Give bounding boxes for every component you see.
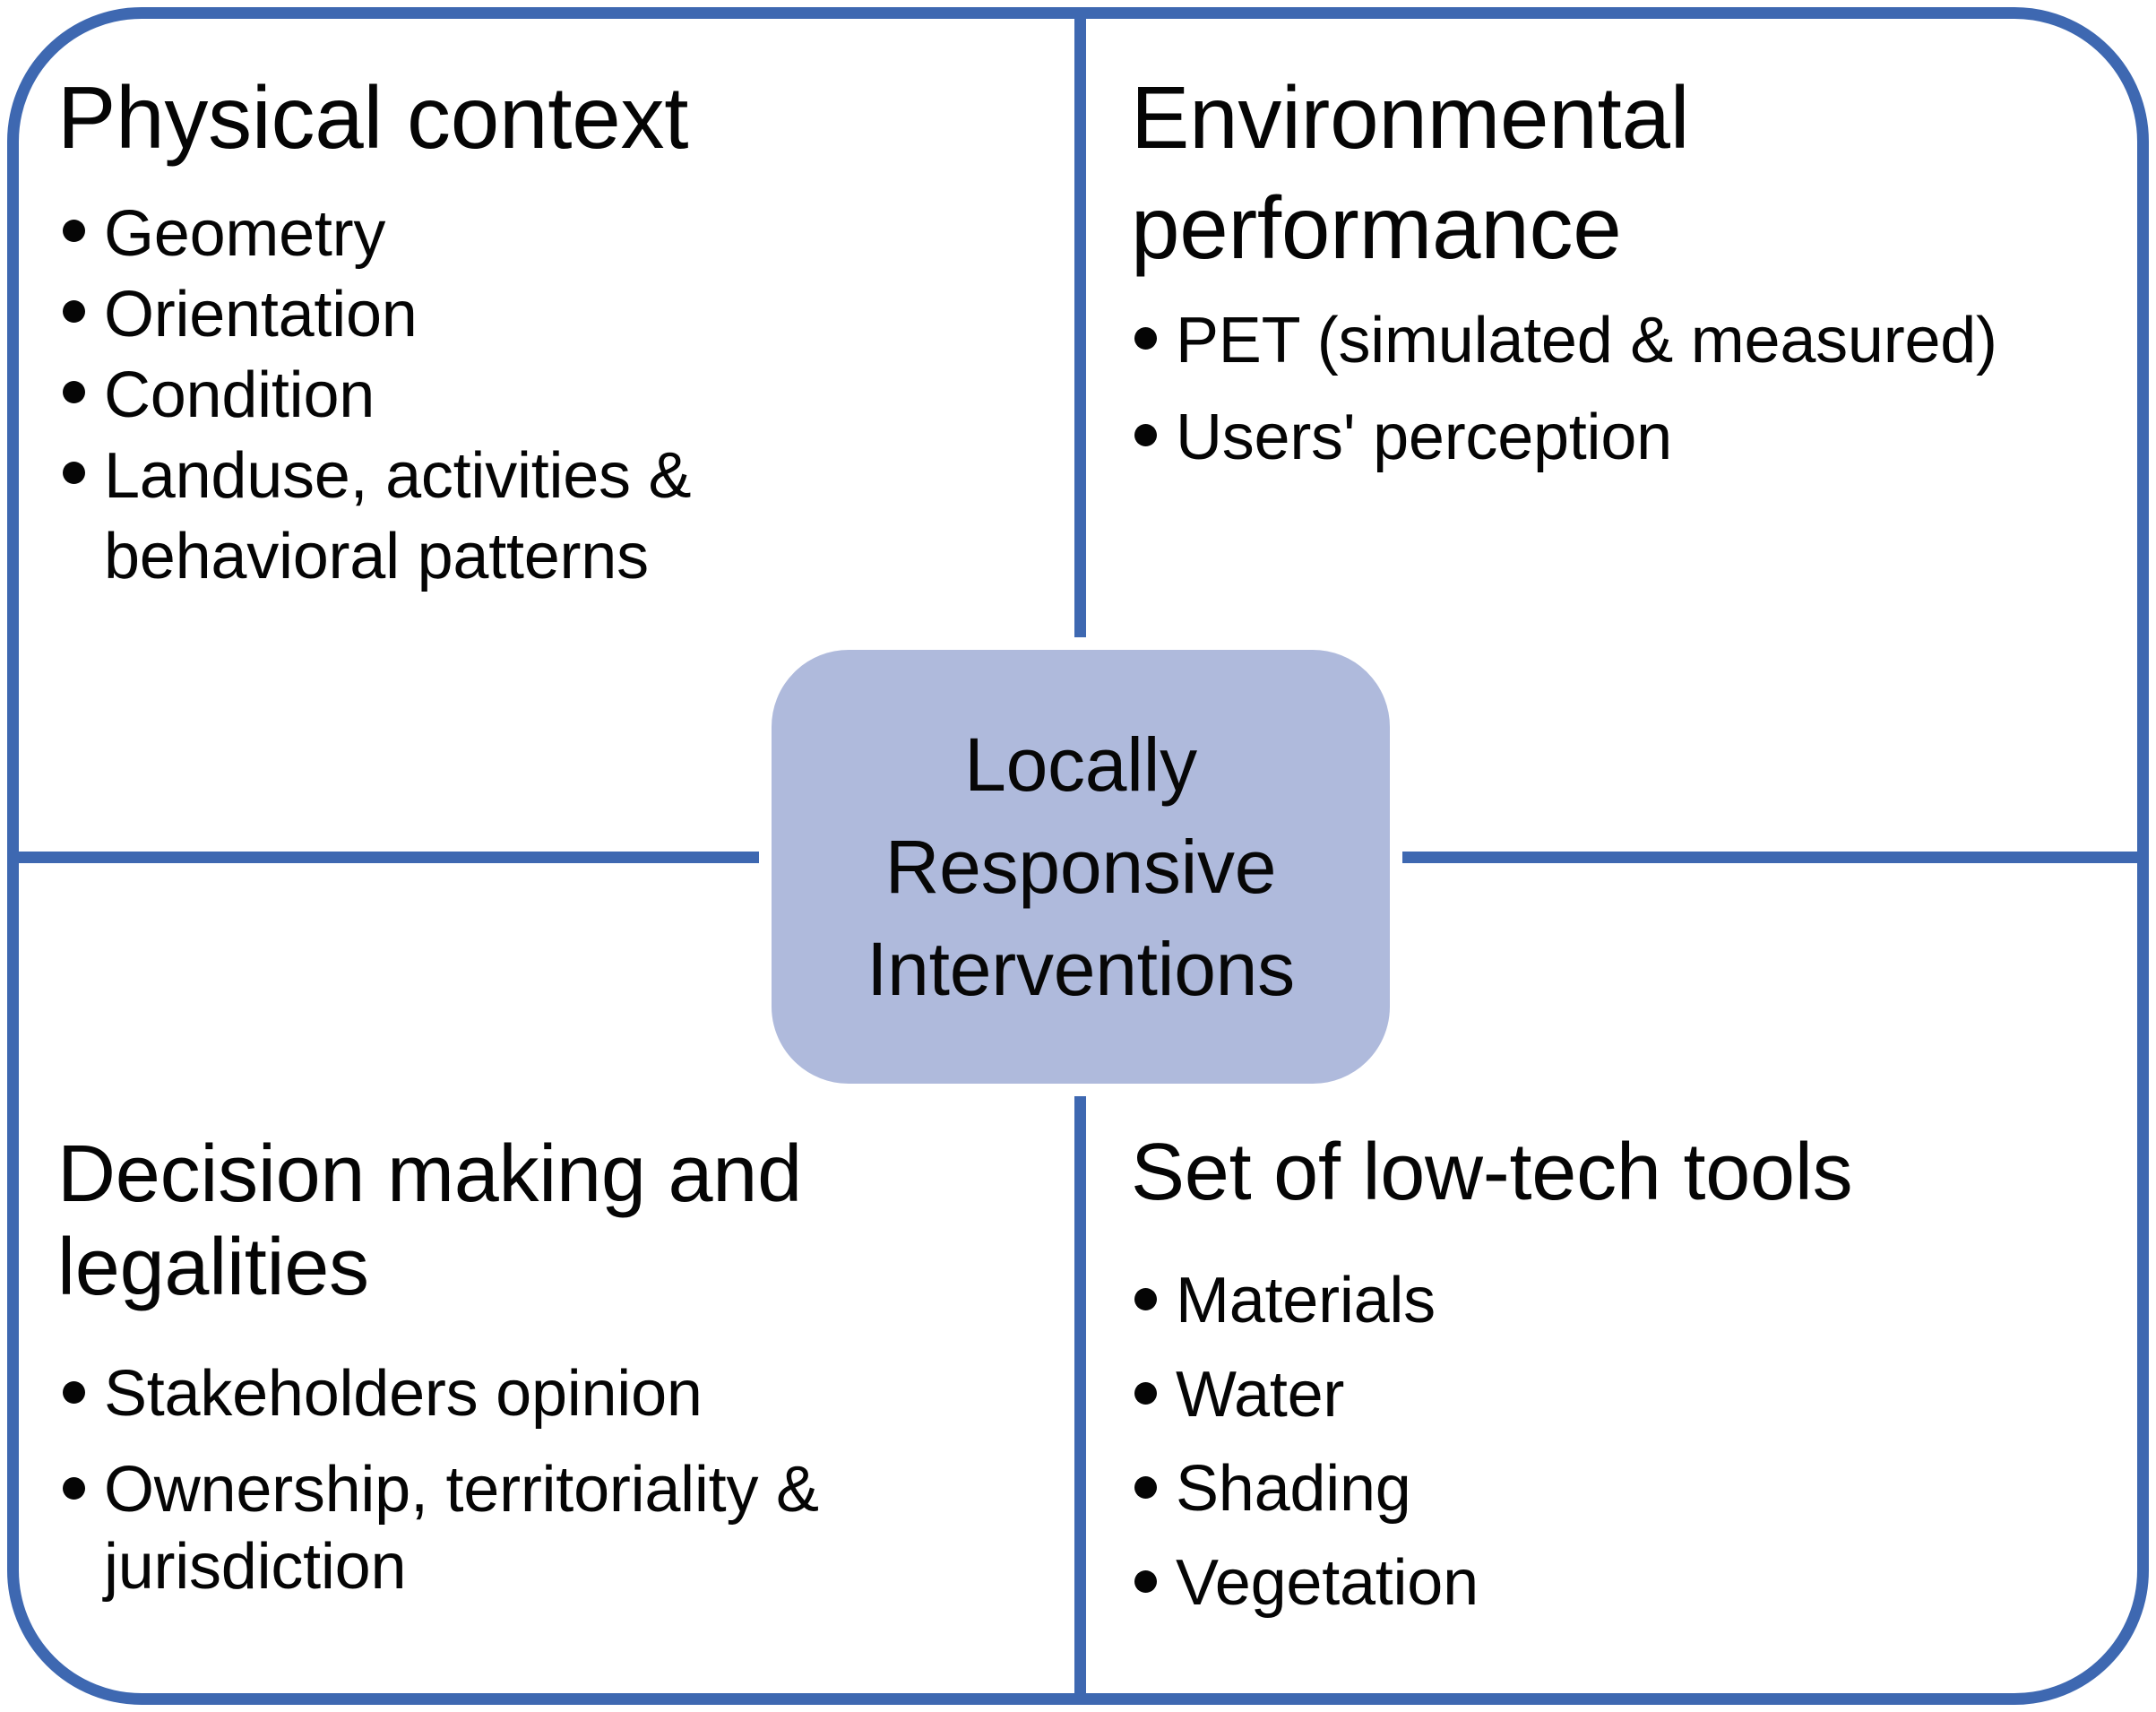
bullet-text: Orientation xyxy=(104,279,418,350)
bullet-item: Materials xyxy=(1129,1262,1479,1339)
bullet-dot-icon xyxy=(63,461,85,484)
bullet-text: Ownership, territoriality & xyxy=(104,1454,819,1526)
title-line: Physical context xyxy=(57,68,689,167)
bullet-item: Stakeholders opinion xyxy=(57,1355,819,1432)
bullet-dot-icon xyxy=(1134,423,1157,446)
bullet-dot-icon xyxy=(1134,1475,1157,1499)
bullet-item: Shading xyxy=(1129,1450,1479,1527)
bullet-dot-icon xyxy=(63,219,85,242)
bullet-text: Geometry xyxy=(104,198,386,270)
bullet-dot-icon xyxy=(63,380,85,403)
quadrant-title-physical-context: Physical context xyxy=(57,63,689,173)
bullet-dot-icon xyxy=(63,1380,85,1404)
quadrant-title-decision-making: Decision making and legalities xyxy=(57,1128,802,1314)
bullet-item: Condition xyxy=(57,355,691,436)
bullet-dot-icon xyxy=(1134,1381,1157,1405)
quadrant-title-low-tech-tools: Set of low-tech tools xyxy=(1131,1126,1853,1219)
quadrant-list-low-tech-tools: Materials Water Shading Vegetation xyxy=(1129,1262,1479,1639)
title-line: legalities xyxy=(57,1223,369,1312)
quadrant-list-environmental-performance: PET (simulated & measured) Users' percep… xyxy=(1129,301,1997,495)
bullet-text: Stakeholders opinion xyxy=(104,1358,703,1430)
bullet-text: PET (simulated & measured) xyxy=(1176,305,1997,376)
bullet-dot-icon xyxy=(63,1476,85,1500)
bullet-text: Water xyxy=(1176,1359,1345,1431)
bullet-item: PET (simulated & measured) xyxy=(1129,301,1997,380)
bullet-dot-icon xyxy=(1134,326,1157,350)
bullet-text: Users' perception xyxy=(1176,402,1672,473)
bullet-item: Orientation xyxy=(57,274,691,355)
bullet-item: Geometry xyxy=(57,194,691,274)
center-label-line: Responsive xyxy=(884,825,1277,909)
bullet-item: Water xyxy=(1129,1356,1479,1433)
center-label-line: Locally xyxy=(964,722,1197,807)
bullet-text-wrap: jurisdiction xyxy=(104,1531,407,1603)
bullet-dot-icon xyxy=(63,299,85,323)
quadrant-list-decision-making: Stakeholders opinion Ownership, territor… xyxy=(57,1355,819,1624)
bullet-dot-icon xyxy=(1134,1287,1157,1310)
bullet-text-wrap: behavioral patterns xyxy=(104,521,649,592)
outer-rounded-frame xyxy=(7,7,2149,1705)
bullet-item: Landuse, activities & behavioral pattern… xyxy=(57,436,692,597)
center-label-line: Interventions xyxy=(867,927,1295,1011)
title-line: Environmental xyxy=(1131,68,1690,167)
quadrant-title-environmental-performance: Environmental performance xyxy=(1131,63,1690,283)
bullet-text: Landuse, activities & xyxy=(104,440,692,512)
bullet-text: Vegetation xyxy=(1176,1547,1479,1619)
bullet-text: Condition xyxy=(104,359,375,431)
center-box: Locally Responsive Interventions xyxy=(759,637,1402,1096)
bullet-dot-icon xyxy=(1134,1569,1157,1593)
title-line: Decision making and xyxy=(57,1129,802,1219)
quadrant-list-physical-context: Geometry Orientation Condition Landuse, … xyxy=(57,194,692,597)
title-line: performance xyxy=(1131,178,1622,277)
bullet-text: Materials xyxy=(1176,1265,1436,1336)
title-line: Set of low-tech tools xyxy=(1131,1128,1853,1217)
bullet-item: Users' perception xyxy=(1129,398,1997,477)
center-label: Locally Responsive Interventions xyxy=(867,713,1295,1020)
bullet-item: Vegetation xyxy=(1129,1544,1479,1621)
bullet-text: Shading xyxy=(1176,1453,1411,1525)
bullet-item: Ownership, territoriality & jurisdiction xyxy=(57,1451,819,1605)
